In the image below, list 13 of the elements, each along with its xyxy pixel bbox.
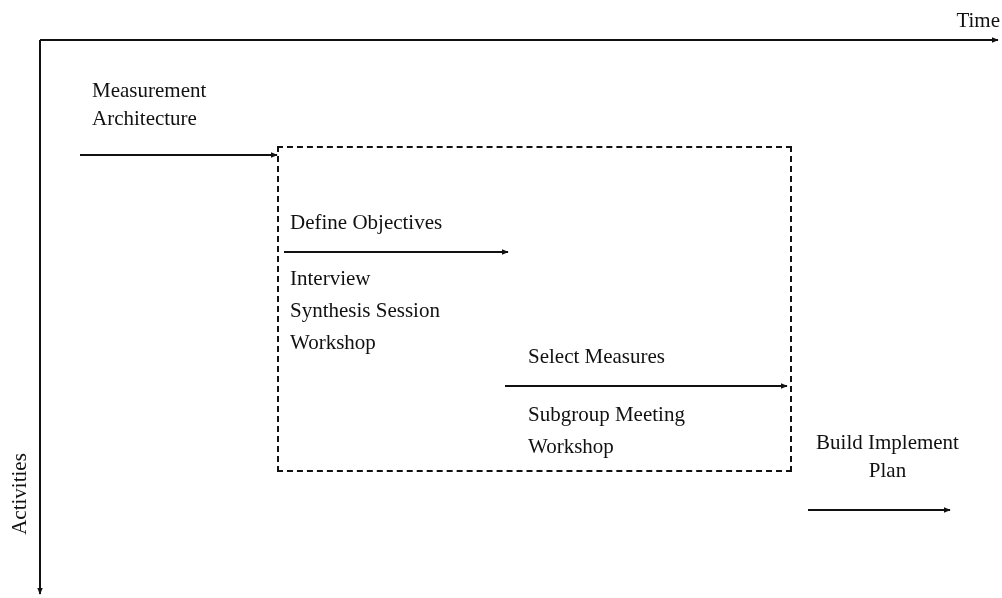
axis-label: Time <box>955 7 1000 34</box>
activity-label: Workshop <box>528 433 614 460</box>
node-text: Measurement Architecture <box>92 77 208 132</box>
axis-label: Activities <box>6 452 32 537</box>
phase-label: Build Implement Plan <box>815 429 960 484</box>
phase-label: Select Measures <box>528 343 666 370</box>
activity-label: Synthesis Session <box>290 297 440 324</box>
arrow <box>79 152 278 158</box>
phase-label: Define Objectives <box>290 209 443 236</box>
activity-label: Interview <box>290 265 371 292</box>
activity-label: Workshop <box>290 329 376 356</box>
activity-label: Subgroup Meeting <box>528 401 685 428</box>
dashed-box <box>277 146 792 472</box>
